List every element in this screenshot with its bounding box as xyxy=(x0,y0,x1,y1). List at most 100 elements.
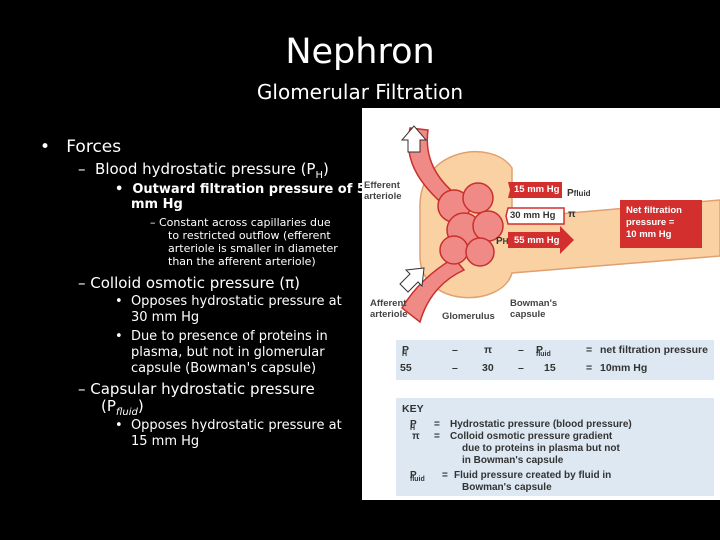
afferent-flow-arrow xyxy=(399,267,425,293)
glomerulus-label: Glomerulus xyxy=(442,311,495,322)
bhp-close: ) xyxy=(323,160,329,178)
key-text-3: due to proteins in plasma but not xyxy=(462,443,620,454)
bhp-label: Blood hydrostatic pressure (P xyxy=(95,160,316,178)
afferent-arteriole-shape xyxy=(401,257,466,324)
bullet-forces-label: Forces xyxy=(66,137,122,157)
slide-title: Nephron xyxy=(285,32,435,72)
bhp-sub1: • Outward filtration pressure of 55 xyxy=(115,182,376,197)
glomerulus-illustration xyxy=(399,125,720,324)
efferent-label-1: Efferent xyxy=(364,180,400,191)
bhp-sub2-line4: than the afferent arteriole) xyxy=(168,255,316,268)
ph-arrow xyxy=(508,226,574,254)
eq-equals: = xyxy=(586,344,593,356)
bhp-sub1-b: mm Hg xyxy=(131,197,183,212)
bowmans-label-2: capsule xyxy=(510,309,546,320)
chp-symbol-label: (P xyxy=(101,397,116,415)
cop-sub2: • Due to presence of proteins in xyxy=(115,329,328,344)
eq-ph-sub: H xyxy=(402,351,408,359)
pfluid-value: 15 mm Hg xyxy=(514,184,560,195)
eq-val-minus-1: – xyxy=(452,362,458,374)
bullet-forces: • Forces xyxy=(40,137,122,157)
chp-symbol-close: ) xyxy=(137,397,144,415)
key-sym-ph-sub: H xyxy=(410,425,416,432)
pi-label: π xyxy=(568,209,576,220)
net-line3: 10 mm Hg xyxy=(626,229,672,240)
chp-symbol-sub: fluid xyxy=(115,407,138,418)
chp-sub1-line2: 15 mm Hg xyxy=(131,434,200,449)
bullet-bhp: – Blood hydrostatic pressure (PH) xyxy=(78,160,329,181)
chp-sub1-line1: Opposes hydrostatic pressure at xyxy=(130,418,342,433)
slide-subtitle: Glomerular Filtration xyxy=(256,80,464,104)
eq-val-minus-2: – xyxy=(518,362,524,374)
key-eq-1: = xyxy=(434,419,440,430)
ph-value: 55 mm Hg xyxy=(514,235,560,246)
key-title: KEY xyxy=(402,403,424,415)
cop-sub1: • Opposes hydrostatic pressure at xyxy=(115,294,342,309)
glomerulus-loops xyxy=(437,182,504,267)
afferent-label-1: Afferent xyxy=(370,298,407,309)
bowmans-label-1: Bowman's xyxy=(510,298,558,309)
key-text-1: Hydrostatic pressure (blood pressure) xyxy=(450,419,632,430)
cop-sub1-line1: Opposes hydrostatic pressure at xyxy=(130,294,342,309)
bullet-chp: – Capsular hydrostatic pressure xyxy=(78,380,315,398)
key-eq-3: = xyxy=(442,470,448,481)
key-sym-pfluid-p: P xyxy=(410,470,417,481)
afferent-label-2: arteriole xyxy=(370,309,408,320)
bullet-cop: – Colloid osmotic pressure (π) xyxy=(78,274,301,292)
net-line1: Net filtration xyxy=(626,205,682,216)
eq-val-equals: = xyxy=(586,362,593,374)
bhp-sub1-a: Outward filtration pressure of 55 xyxy=(132,182,376,197)
eq-minus-1: – xyxy=(452,344,458,356)
ph-label: PH xyxy=(496,236,508,247)
pi-arrow xyxy=(505,207,565,225)
eq-result-label: net filtration pressure xyxy=(600,344,708,356)
bowmans-capsule-shape xyxy=(419,150,720,299)
eq-pfluid-p: P xyxy=(536,344,544,356)
cop-sub1-line2: 30 mm Hg xyxy=(131,310,200,325)
chp-symbol: (Pfluid) xyxy=(101,397,144,418)
net-filtration-box xyxy=(620,200,702,248)
cop-sub2-line1: Due to presence of proteins in xyxy=(130,329,328,344)
pi-value: 30 mm Hg xyxy=(510,210,556,221)
eq-val-ph: 55 xyxy=(400,362,412,374)
key-sym-ph-p: P xyxy=(410,419,417,430)
cop-sub2-line3: capsule (Bowman's capsule) xyxy=(131,361,317,376)
bhp-sub2-line2: to restricted outflow (efferent xyxy=(168,229,331,242)
eq-val-result: 10mm Hg xyxy=(600,362,648,374)
eq-val-pfluid: 15 xyxy=(544,362,556,374)
eq-ph-p: P xyxy=(402,344,410,356)
key-text-4: in Bowman's capsule xyxy=(462,455,564,466)
eq-val-pi: 30 xyxy=(482,362,494,374)
efferent-flow-arrow xyxy=(400,125,428,153)
key-sym-pfluid-sub: fluid xyxy=(410,476,425,483)
net-line2: pressure = xyxy=(626,217,675,228)
ph-label-sub: H xyxy=(502,237,509,246)
eq-pi: π xyxy=(484,344,493,356)
key-sym-pi: π xyxy=(412,431,420,442)
eq-minus-2: – xyxy=(518,344,524,356)
pfluid-label-p: P xyxy=(567,188,574,199)
key-text-6: Bowman's capsule xyxy=(462,482,552,493)
ph-label-p: P xyxy=(496,236,503,247)
pfluid-arrow xyxy=(508,182,562,198)
pfluid-label: Pfluid xyxy=(567,188,591,199)
key-text-5: Fluid pressure created by fluid in xyxy=(454,470,612,481)
efferent-label-2: arteriole xyxy=(364,191,402,202)
key-text-2: Colloid osmotic pressure gradient xyxy=(450,431,613,442)
bhp-sub2-line3: arteriole is smaller in diameter xyxy=(168,242,338,255)
bhp-sub: H xyxy=(315,170,324,181)
eq-pfluid-sub: fluid xyxy=(536,351,551,359)
bhp-sub2-line1: – Constant across capillaries due xyxy=(150,216,331,229)
cop-sub2-line2: plasma, but not in glomerular xyxy=(131,345,325,360)
key-eq-2: = xyxy=(434,431,440,442)
